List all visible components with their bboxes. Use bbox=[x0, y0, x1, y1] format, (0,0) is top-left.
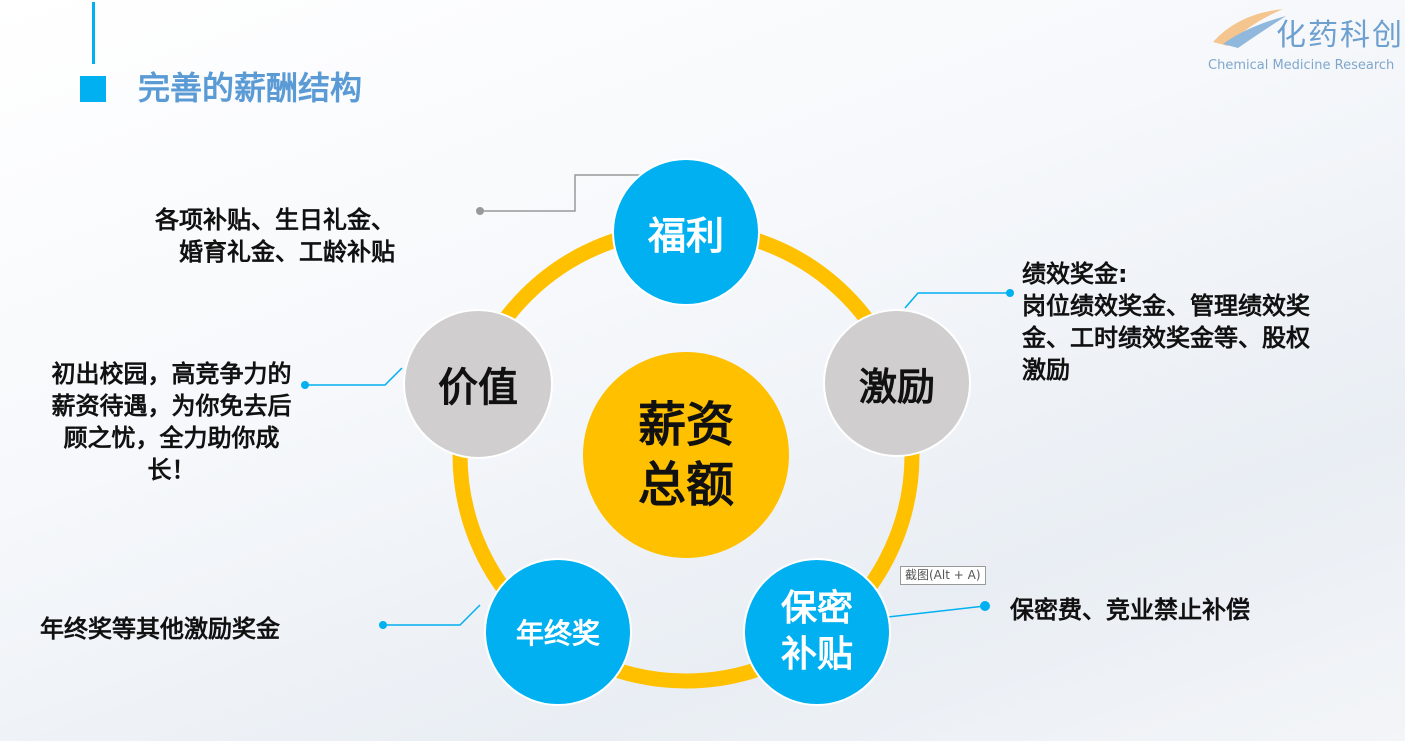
value-label: 价值 bbox=[438, 365, 518, 411]
node-incentive: 激励 bbox=[823, 309, 971, 457]
center-label: 薪资总额 bbox=[637, 397, 734, 513]
title-square-icon bbox=[80, 76, 106, 102]
welfare-desc: 各项补贴、生日礼金、 婚育礼金、工龄补贴 bbox=[155, 206, 395, 266]
node-year-end-bonus: 年终奖 bbox=[484, 558, 632, 706]
year-end-label: 年终奖 bbox=[515, 617, 600, 650]
confidential-desc: 保密费、竞业禁止补偿 bbox=[1010, 596, 1250, 624]
value-desc: 初出校园，高竞争力的薪资待遇，为你免去后顾之忧，全力助你成长！ bbox=[51, 360, 292, 484]
incentive-label: 激励 bbox=[858, 364, 935, 409]
screenshot-tooltip: 截图(Alt + A) bbox=[900, 566, 986, 585]
node-value: 价值 bbox=[403, 309, 553, 459]
year-end-desc: 年终奖等其他激励奖金 bbox=[40, 615, 280, 643]
logo: 化药科创 Chemical Medicine Research bbox=[1208, 4, 1403, 76]
center-total-salary: 薪资总额 bbox=[583, 352, 789, 558]
incentive-desc: 绩效奖金: 岗位绩效奖金、管理绩效奖金、工时绩效奖金等、股权激励 bbox=[1022, 260, 1310, 384]
title-accent-line bbox=[92, 2, 95, 64]
welfare-label: 福利 bbox=[647, 213, 724, 258]
node-welfare: 福利 bbox=[612, 158, 760, 306]
logo-swoosh-icon bbox=[1213, 9, 1286, 48]
node-confidential-allowance: 保密补贴 bbox=[743, 558, 891, 706]
logo-cn-text: 化药科创 bbox=[1276, 18, 1404, 53]
page-title: 完善的薪酬结构 bbox=[138, 69, 363, 107]
logo-en-text: Chemical Medicine Research bbox=[1208, 58, 1395, 73]
confidential-label: 保密补贴 bbox=[780, 588, 853, 675]
